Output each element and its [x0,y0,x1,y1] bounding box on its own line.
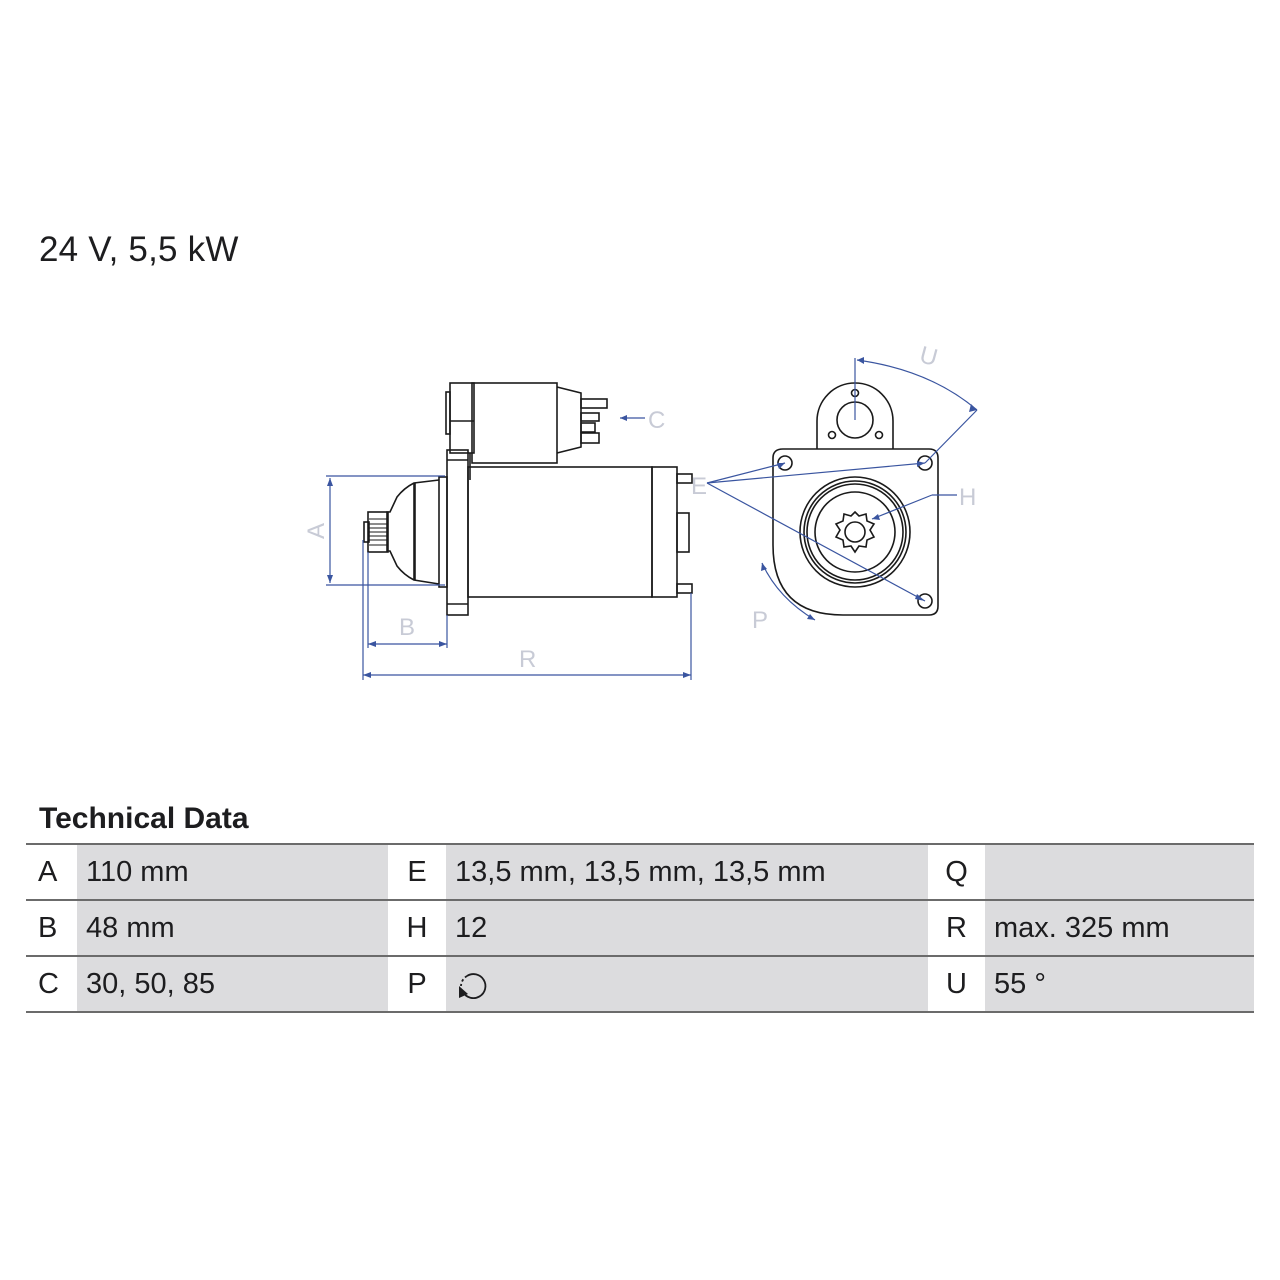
counterclockwise-rotation-icon [459,973,487,999]
dim-label-P: P [752,607,768,634]
dim-label-E: E [691,473,707,500]
value-E: 13,5 mm, 13,5 mm, 13,5 mm [446,843,928,901]
dim-label-A: A [303,523,330,539]
side-view [363,382,693,616]
side-view-dimensions [326,417,692,680]
product-title: 24 V, 5,5 kW [39,230,239,269]
side-view-labels: A B C E R [303,407,707,673]
value-C: 30, 50, 85 [77,955,388,1013]
dim-label-H: H [959,484,976,511]
technical-drawing: A B C E R [303,341,978,680]
value-Q [985,843,1254,901]
technical-data-table: A 110 mm E 13,5 mm, 13,5 mm, 13,5 mm Q B… [26,843,1254,1013]
value-U: 55 ° [985,955,1254,1013]
table-row: A 110 mm E 13,5 mm, 13,5 mm, 13,5 mm Q [26,843,1254,901]
technical-data-title: Technical Data [39,802,249,835]
side-view-arrowheads [327,415,691,678]
dim-label-U: U [917,341,941,372]
table-row: B 48 mm H 12 R max. 325 mm [26,899,1254,957]
front-view-dimensions [706,358,978,621]
value-B: 48 mm [77,899,388,957]
table-row: C 30, 50, 85 P U 55 ° [26,955,1254,1013]
label-U: U [928,955,985,1013]
dim-label-B: B [399,614,415,641]
label-A: A [26,843,77,901]
label-E: E [388,843,446,901]
label-B: B [26,899,77,957]
label-C: C [26,955,77,1013]
front-view-labels: U H P [752,341,976,634]
value-P [446,955,928,1013]
value-R: max. 325 mm [985,899,1254,957]
front-view [772,382,939,616]
value-A: 110 mm [77,843,388,901]
label-H: H [388,899,446,957]
dim-label-R: R [519,646,536,673]
label-P: P [388,955,446,1013]
label-R: R [928,899,985,957]
value-H: 12 [446,899,928,957]
label-Q: Q [928,843,985,901]
dim-label-C: C [648,407,665,434]
front-view-arrowheads [761,357,977,620]
